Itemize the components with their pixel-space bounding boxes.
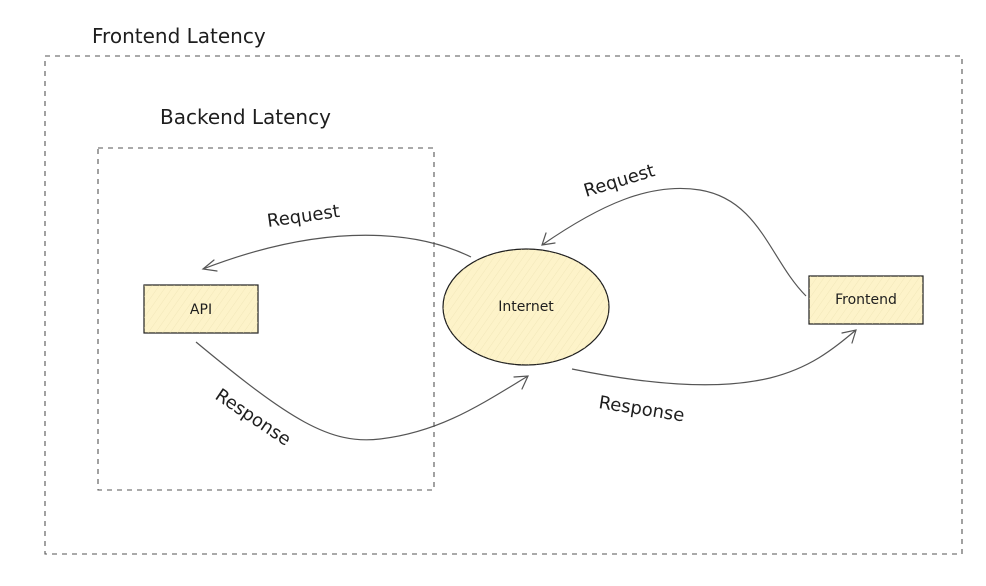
edge-label-request-to-api: Request bbox=[266, 201, 341, 232]
frontend-latency-frame bbox=[44, 55, 963, 555]
edge-internet-to-frontend bbox=[571, 329, 857, 386]
edge-internet-to-api-line bbox=[202, 234, 472, 270]
edge-label-response-from-api: Response bbox=[211, 385, 294, 451]
edge-api-to-internet-line bbox=[195, 341, 529, 441]
internet-node: Internet bbox=[442, 248, 610, 366]
internet-ellipse-hatch bbox=[443, 249, 609, 365]
arrowhead-internet-request bbox=[541, 232, 556, 246]
backend-latency-title: Backend Latency bbox=[160, 105, 331, 129]
edge-frontend-to-internet bbox=[541, 187, 807, 297]
edge-frontend-to-internet-line bbox=[541, 187, 807, 297]
edge-api-to-internet bbox=[195, 341, 529, 441]
frontend-label: Frontend bbox=[835, 292, 897, 308]
arrowhead-api bbox=[201, 259, 218, 272]
edge-label-response-to-frontend: Response bbox=[597, 392, 686, 426]
frontend-latency-title: Frontend Latency bbox=[92, 24, 266, 48]
arrowhead-frontend bbox=[841, 329, 857, 344]
internet-label: Internet bbox=[498, 299, 554, 315]
edge-label-request-from-frontend: Request bbox=[581, 160, 657, 201]
edge-internet-to-frontend-line bbox=[571, 329, 857, 386]
backend-latency-frame bbox=[97, 147, 435, 491]
api-node: API bbox=[143, 284, 259, 334]
frontend-node: Frontend bbox=[808, 275, 924, 325]
api-label: API bbox=[190, 302, 212, 318]
edge-internet-to-api bbox=[201, 234, 472, 272]
frontend-box-hatch bbox=[809, 276, 923, 324]
arrowhead-internet-response bbox=[513, 375, 529, 390]
api-box-hatch bbox=[144, 285, 258, 333]
